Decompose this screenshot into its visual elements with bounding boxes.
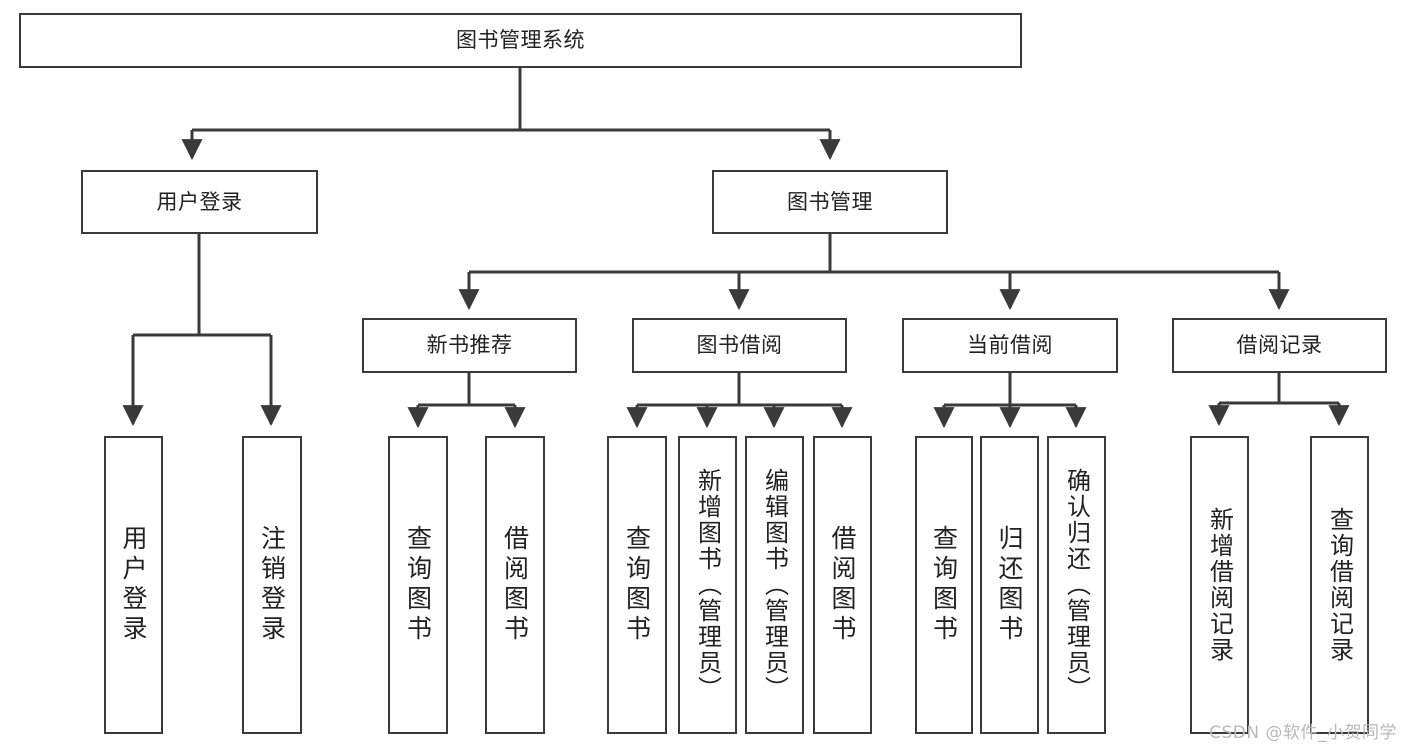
node-new-book-recommend-label: 新书推荐: [426, 333, 513, 358]
leaf-new-book-borrow-label: 借阅图书: [500, 525, 530, 645]
leaf-new-book-query-label: 查询图书: [403, 525, 433, 645]
leaf-current-borrow-query[interactable]: 查询图书: [915, 436, 973, 734]
leaf-book-borrow-add-label: 新增图书（管理员）: [693, 468, 722, 702]
leaf-borrow-record-add-label: 新增借阅记录: [1205, 507, 1234, 663]
leaf-book-borrow-add[interactable]: 新增图书（管理员）: [678, 436, 737, 734]
node-borrow-record-label: 借阅记录: [1236, 333, 1323, 358]
leaf-book-borrow-borrow-label: 借阅图书: [828, 525, 857, 645]
leaf-current-borrow-query-label: 查询图书: [929, 525, 959, 645]
leaf-current-borrow-confirm-label: 确认归还（管理员）: [1062, 468, 1091, 702]
leaf-book-borrow-query-label: 查询图书: [622, 525, 652, 645]
node-user-login-label: 用户登录: [156, 189, 243, 214]
leaf-user-login-signin[interactable]: 用户登录: [104, 436, 163, 734]
leaf-current-borrow-return-label: 归还图书: [995, 525, 1024, 645]
node-book-borrow[interactable]: 图书借阅: [632, 318, 847, 373]
csdn-watermark: CSDN @软件_小贺同学: [1209, 723, 1397, 743]
leaf-book-borrow-query[interactable]: 查询图书: [607, 436, 667, 734]
node-root[interactable]: 图书管理系统: [19, 13, 1022, 68]
leaf-book-borrow-edit[interactable]: 编辑图书（管理员）: [745, 436, 804, 734]
node-user-login[interactable]: 用户登录: [81, 170, 318, 234]
node-book-management[interactable]: 图书管理: [712, 170, 948, 234]
leaf-book-borrow-edit-label: 编辑图书（管理员）: [760, 468, 789, 702]
leaf-borrow-record-query-label: 查询借阅记录: [1325, 507, 1354, 663]
node-current-borrow[interactable]: 当前借阅: [902, 318, 1118, 373]
leaf-user-login-signout[interactable]: 注销登录: [242, 436, 302, 734]
leaf-new-book-borrow[interactable]: 借阅图书: [485, 436, 545, 734]
leaf-current-borrow-return[interactable]: 归还图书: [980, 436, 1039, 734]
node-book-management-label: 图书管理: [787, 189, 873, 214]
leaf-user-login-signout-label: 注销登录: [257, 525, 287, 645]
leaf-borrow-record-add[interactable]: 新增借阅记录: [1190, 436, 1249, 734]
leaf-borrow-record-query[interactable]: 查询借阅记录: [1310, 436, 1369, 734]
node-current-borrow-label: 当前借阅: [967, 333, 1053, 358]
leaf-current-borrow-confirm[interactable]: 确认归还（管理员）: [1047, 436, 1106, 734]
leaf-new-book-query[interactable]: 查询图书: [388, 436, 448, 734]
leaf-user-login-signin-label: 用户登录: [119, 525, 148, 645]
node-new-book-recommend[interactable]: 新书推荐: [362, 318, 577, 373]
node-borrow-record[interactable]: 借阅记录: [1172, 318, 1387, 373]
node-book-borrow-label: 图书借阅: [696, 333, 783, 358]
node-root-label: 图书管理系统: [456, 28, 585, 53]
leaf-book-borrow-borrow[interactable]: 借阅图书: [813, 436, 872, 734]
